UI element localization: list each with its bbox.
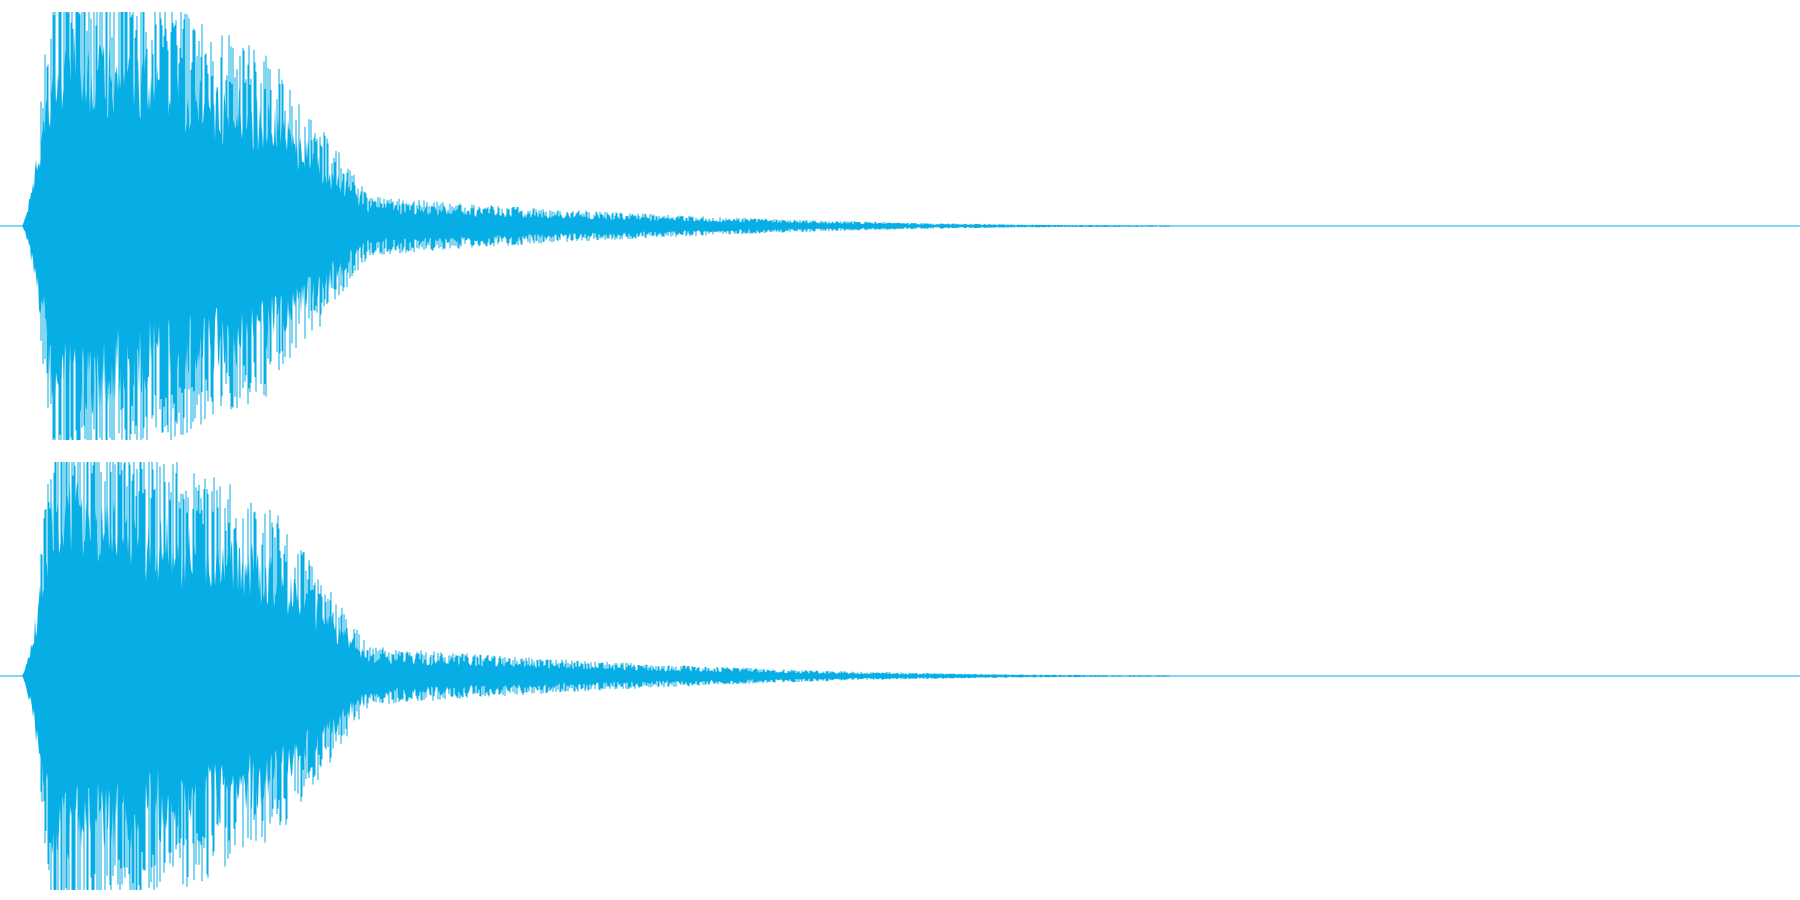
waveform-spikes [40, 12, 1170, 440]
waveform-body [0, 478, 1800, 863]
waveform-spikes [40, 462, 1170, 890]
waveform-channel-right [0, 462, 1800, 890]
waveform-body [0, 30, 1800, 419]
waveform-channel-left [0, 12, 1800, 440]
